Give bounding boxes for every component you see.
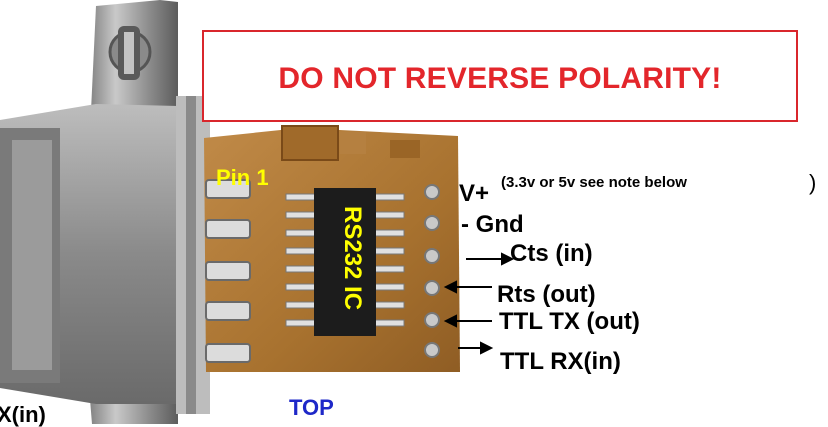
warning-text: DO NOT REVERSE POLARITY!	[278, 62, 722, 95]
x-in-label: X(in)	[0, 402, 46, 427]
cts-label: Cts (in)	[510, 240, 593, 267]
pin-arrows	[443, 252, 515, 355]
voltage-note: (3.3v or 5v see note below	[501, 174, 687, 191]
ic-label: RS232 IC	[339, 206, 366, 311]
pin1-label: Pin 1	[216, 165, 269, 190]
pcb-board	[204, 125, 460, 372]
ttl-rx-label: TTL RX(in)	[500, 348, 621, 375]
v-plus-label: V+	[459, 180, 490, 207]
header-pads	[424, 184, 440, 358]
connector-pins	[205, 179, 251, 363]
voltage-note-paren: )	[809, 170, 817, 195]
top-label: TOP	[289, 395, 334, 420]
warning-box: DO NOT REVERSE POLARITY!	[202, 30, 798, 122]
ttl-tx-label: TTL TX (out)	[499, 308, 640, 335]
rts-label: Rts (out)	[497, 281, 596, 308]
db9-connector	[0, 0, 210, 424]
rs232-ic	[285, 188, 405, 336]
gnd-label: - Gnd	[461, 211, 524, 238]
